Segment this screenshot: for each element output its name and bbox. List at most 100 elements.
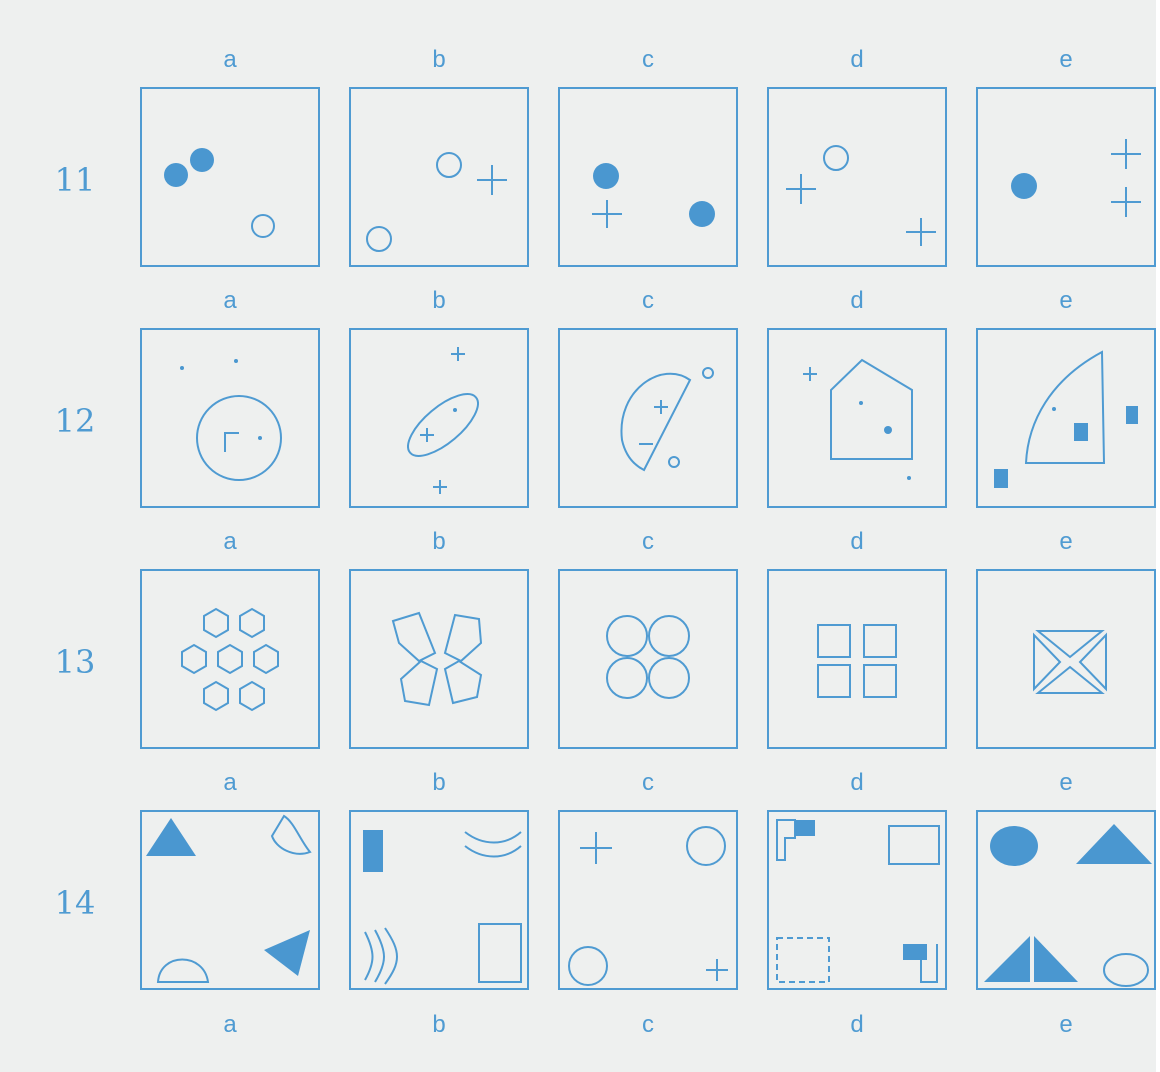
plus-sign (451, 347, 465, 361)
outline-square (863, 624, 897, 658)
outline-circle (436, 152, 462, 178)
half-disc-outline (156, 958, 210, 983)
filled-triangle (1076, 824, 1152, 864)
figure-13b[interactable] (349, 569, 529, 749)
outline-circle (196, 395, 282, 481)
dashed-rectangle (776, 937, 830, 983)
figure-14a-drawing (146, 814, 312, 983)
row-number-14: 14 (54, 884, 96, 922)
column-letter: c (642, 1011, 654, 1038)
figure-14a[interactable] (140, 810, 320, 990)
figure-12a[interactable] (140, 328, 320, 508)
figure-13e[interactable] (976, 569, 1156, 749)
filled-dot (884, 426, 892, 434)
column-letter: e (1059, 46, 1073, 73)
figure-11c[interactable] (558, 87, 738, 267)
corner-outline (920, 944, 938, 983)
filled-circle (164, 163, 188, 187)
outline-circle (251, 214, 275, 238)
figure-13d[interactable] (767, 569, 947, 749)
outline-circle (568, 946, 608, 986)
dot (180, 366, 184, 370)
figure-13d-drawing (817, 624, 897, 698)
column-letter: c (642, 528, 654, 555)
figure-14b[interactable] (349, 810, 529, 990)
dot (1052, 407, 1056, 411)
filled-rectangle (994, 469, 1008, 488)
plus-sign (433, 480, 447, 494)
column-letter: a (223, 46, 237, 73)
figure-12e-drawing (994, 350, 1138, 488)
figure-12c-drawing (620, 367, 714, 472)
figure-11e[interactable] (976, 87, 1156, 267)
figure-14e-drawing (984, 824, 1152, 987)
small-circle (668, 456, 680, 468)
outline-square (863, 664, 897, 698)
figure-11d-drawing (786, 145, 936, 246)
figure-11d[interactable] (767, 87, 947, 267)
corner-outline (776, 819, 796, 861)
plus-sign (477, 165, 507, 195)
column-letter: b (432, 528, 446, 555)
figure-12d[interactable] (767, 328, 947, 508)
figure-12e[interactable] (976, 328, 1156, 508)
figure-11b-drawing (366, 152, 507, 252)
filled-triangle (264, 930, 310, 976)
dot (234, 359, 238, 363)
house-pentagon (830, 358, 913, 460)
page-edge (1156, 0, 1160, 1072)
column-letter: b (432, 769, 446, 796)
column-letter: a (223, 287, 237, 314)
figure-13c[interactable] (558, 569, 738, 749)
filled-triangle (984, 936, 1030, 982)
figure-11b[interactable] (349, 87, 529, 267)
figure-13a-drawing (181, 607, 279, 712)
column-letter: d (850, 287, 864, 314)
column-letter: d (850, 46, 864, 73)
plus-sign (1111, 187, 1141, 217)
figure-13a[interactable] (140, 569, 320, 749)
hexagon (181, 643, 207, 675)
arc-line (384, 927, 398, 985)
figure-14e[interactable] (976, 810, 1156, 990)
outline-circle (648, 657, 690, 699)
column-letter: c (642, 287, 654, 314)
column-letter: e (1059, 1011, 1073, 1038)
hexagon (239, 680, 265, 712)
outline-rectangle (478, 923, 522, 983)
hexagon (203, 680, 229, 712)
figure-12a-drawing (180, 359, 282, 481)
column-letter: a (223, 769, 237, 796)
small-circle (702, 367, 714, 379)
half-disc-outline (620, 372, 692, 472)
petal-pentagon (399, 659, 439, 707)
figure-12c[interactable] (558, 328, 738, 508)
figure-12b[interactable] (349, 328, 529, 508)
outline-square (817, 624, 851, 658)
hexagon (217, 643, 243, 675)
figure-14c[interactable] (558, 810, 738, 990)
filled-rectangle (903, 944, 927, 960)
outline-circle (823, 145, 849, 171)
plus-sign (592, 200, 622, 228)
column-letter: e (1059, 528, 1073, 555)
figure-13b-drawing (391, 611, 483, 707)
outline-square (817, 664, 851, 698)
column-letter: b (432, 46, 446, 73)
dot (859, 401, 863, 405)
filled-circle (1011, 173, 1037, 199)
column-letter: b (432, 287, 446, 314)
figure-14d[interactable] (767, 810, 947, 990)
triangle-left (1033, 632, 1062, 692)
hexagon (203, 607, 229, 639)
plus-sign (420, 428, 434, 442)
outline-circle (606, 615, 648, 657)
figure-11a[interactable] (140, 87, 320, 267)
outline-circle (366, 226, 392, 252)
triangle-right (1078, 632, 1107, 692)
row-number-12: 12 (54, 402, 96, 440)
figure-13c-drawing (606, 615, 690, 699)
plus-sign (1111, 139, 1141, 169)
column-letter: e (1059, 287, 1073, 314)
